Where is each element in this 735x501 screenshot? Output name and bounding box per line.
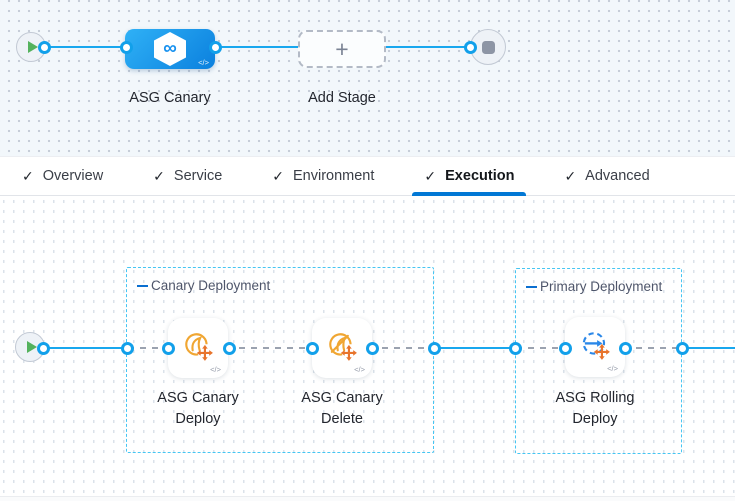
connector-dot[interactable] (675, 341, 689, 355)
asg-canary-deploy-icon (185, 333, 213, 361)
execution-canvas: Canary Deployment Primary Deployment (0, 196, 735, 501)
connector-line-dashed (624, 347, 683, 349)
check-icon: ✓ (22, 167, 34, 184)
connector-line (682, 347, 735, 349)
stage-label: ASG Canary (129, 90, 211, 106)
plus-icon: + (335, 35, 349, 62)
tab-label: Execution (445, 168, 515, 184)
connector-dot[interactable] (508, 341, 522, 355)
connector-line-dashed (128, 347, 170, 349)
cd-stage-icon: ∞ (154, 32, 186, 66)
step-group-primary-deployment[interactable]: Primary Deployment (515, 268, 682, 454)
tab-label: Advanced (585, 168, 650, 184)
connector-line-dashed (370, 347, 435, 349)
check-icon: ✓ (272, 167, 284, 184)
tab-environment[interactable]: ✓ Environment (260, 157, 386, 195)
connector-dot[interactable] (36, 341, 50, 355)
tab-overview[interactable]: ✓ Overview (10, 157, 115, 195)
connector-line (434, 347, 516, 349)
step-label: ASG Rolling Deploy (555, 390, 635, 427)
stop-icon (481, 40, 495, 54)
tab-advanced[interactable]: ✓ Advanced (552, 157, 661, 195)
connector-dot[interactable] (119, 40, 133, 54)
tab-label: Environment (293, 168, 375, 184)
connector-dot[interactable] (463, 40, 477, 54)
check-icon: ✓ (424, 167, 437, 184)
connector-dot[interactable] (305, 341, 319, 355)
infinity-glyph: ∞ (163, 38, 177, 59)
tab-label: Overview (42, 168, 104, 184)
step-node-asg-rolling-deploy[interactable]: </> (565, 317, 625, 377)
group-title: Canary Deployment (151, 278, 271, 293)
connector-line (40, 347, 128, 349)
step-node-asg-canary-delete[interactable]: </> (312, 318, 372, 378)
asg-rolling-deploy-icon (582, 332, 610, 360)
group-header: Primary Deployment (526, 279, 662, 294)
step-label: ASG Canary Delete (301, 390, 383, 427)
connector-dot[interactable] (120, 341, 134, 355)
group-title: Primary Deployment (540, 279, 663, 294)
play-icon (27, 41, 38, 53)
connector-dot[interactable] (37, 40, 51, 54)
code-badge-icon: </> (354, 365, 365, 374)
step-group-canary-deployment[interactable]: Canary Deployment (126, 267, 434, 453)
add-stage-label: Add Stage (308, 90, 376, 106)
connector-dot[interactable] (161, 341, 175, 355)
active-tab-underline (412, 192, 527, 196)
connector-dot[interactable] (365, 341, 379, 355)
code-badge-icon: </> (210, 365, 221, 374)
step-label: ASG Canary Deploy (157, 390, 239, 427)
stage-canvas: ∞ </> ASG Canary + Add Stage (0, 0, 735, 156)
connector-line-dashed (227, 347, 314, 349)
horizontal-scrollbar[interactable] (0, 496, 735, 501)
stage-connector-line (44, 46, 470, 48)
connector-dot[interactable] (222, 341, 236, 355)
collapse-group-icon[interactable] (526, 285, 537, 288)
connector-dot[interactable] (427, 341, 441, 355)
check-icon: ✓ (153, 167, 165, 184)
asg-canary-delete-icon (329, 333, 357, 361)
tab-execution[interactable]: ✓ Execution (412, 157, 527, 196)
play-icon (26, 341, 37, 353)
connector-dot[interactable] (208, 40, 222, 54)
step-node-asg-canary-deploy[interactable]: </> (168, 318, 228, 378)
connector-dot[interactable] (558, 341, 572, 355)
connector-line-dashed (516, 347, 566, 349)
add-stage-button[interactable]: + (298, 30, 386, 68)
code-badge-icon: </> (198, 58, 209, 67)
group-header: Canary Deployment (137, 278, 270, 293)
stage-node-asg-canary[interactable]: ∞ </> (125, 29, 215, 69)
tab-service[interactable]: ✓ Service (141, 157, 234, 195)
tab-label: Service (173, 168, 223, 184)
check-icon: ✓ (564, 167, 577, 184)
collapse-group-icon[interactable] (137, 284, 148, 287)
stage-config-tabbar: ✓ Overview ✓ Service ✓ Environment ✓ Exe… (0, 156, 735, 196)
connector-dot[interactable] (618, 341, 632, 355)
code-badge-icon: </> (607, 364, 618, 373)
